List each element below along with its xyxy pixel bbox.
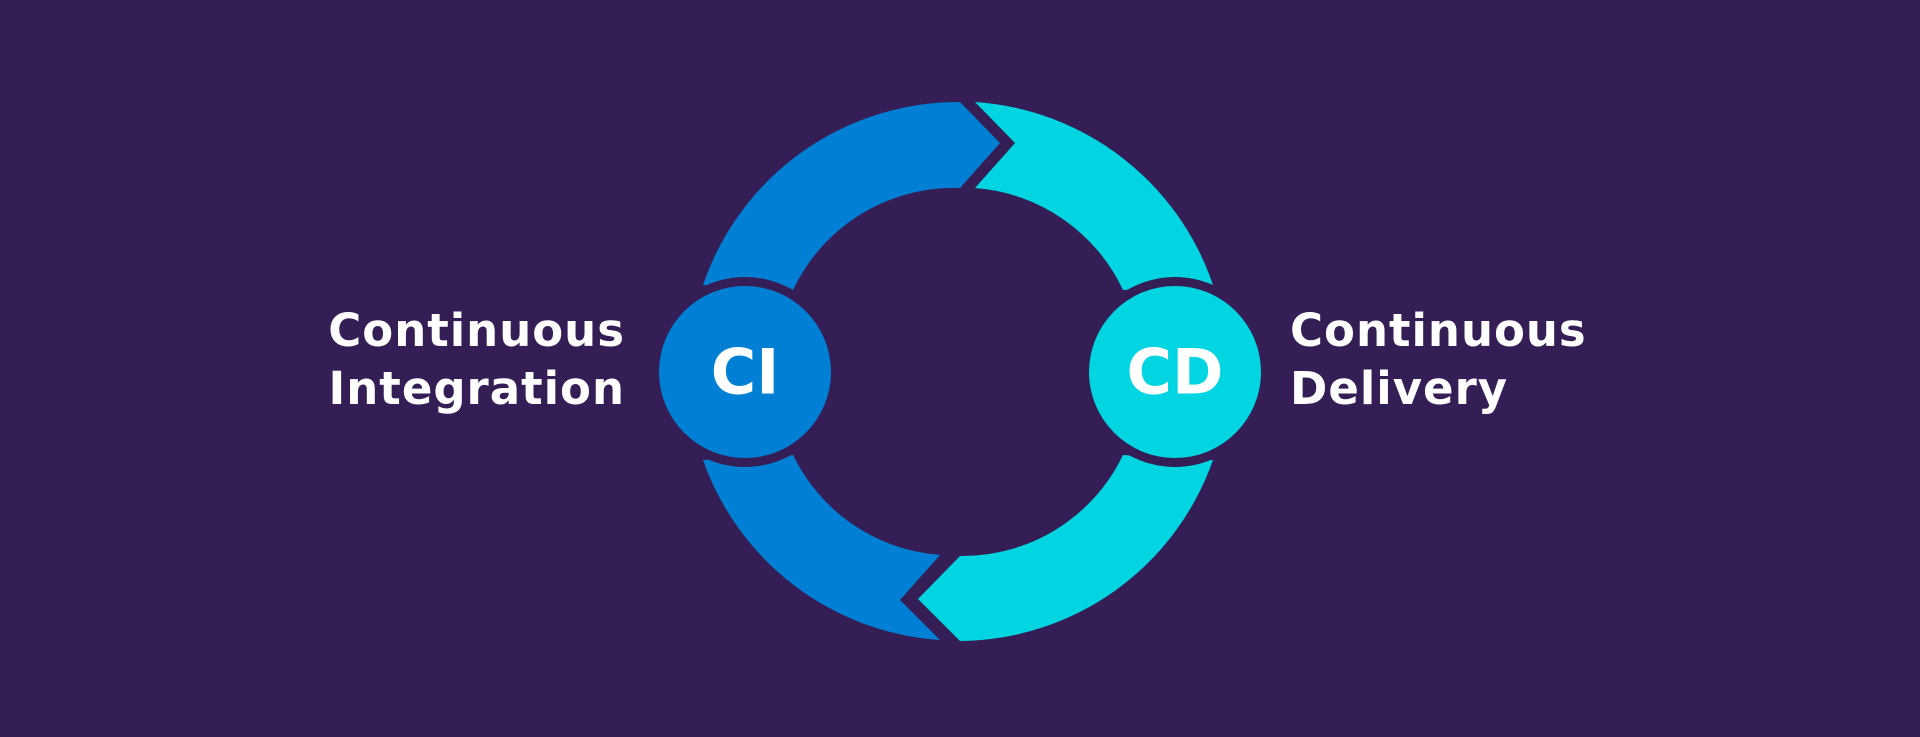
cd-arc-top: [975, 102, 1213, 290]
cd-title: Continuous Delivery: [1290, 302, 1587, 418]
ci-title-line-2: Integration: [328, 362, 625, 415]
cd-badge: [1089, 286, 1261, 458]
ci-title: Continuous Integration: [328, 302, 625, 418]
ci-badge: [659, 286, 831, 458]
ci-arc-top: [703, 101, 1000, 290]
cd-title-line-1: Continuous: [1290, 304, 1587, 357]
ci-badge-label: CI: [711, 336, 780, 409]
ci-arc-bottom: [703, 455, 940, 640]
ci-title-line-1: Continuous: [328, 304, 625, 357]
cd-badge-label: CD: [1127, 336, 1224, 409]
cd-arc-bottom: [918, 455, 1213, 641]
cd-title-line-2: Delivery: [1290, 362, 1509, 415]
